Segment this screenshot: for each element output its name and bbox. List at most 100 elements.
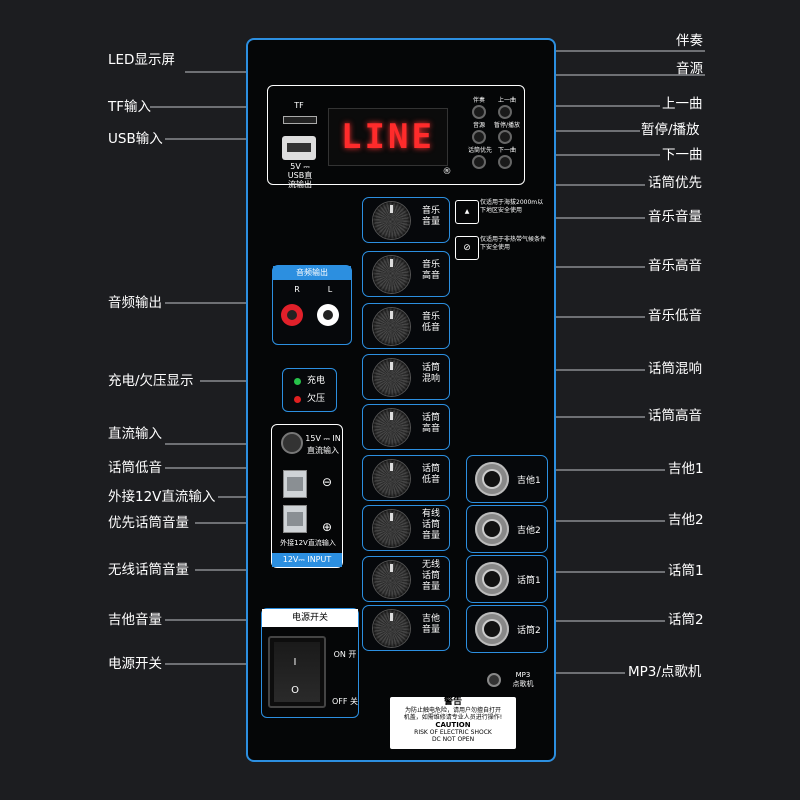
label-accompaniment: 伴奏 [676, 33, 703, 49]
mic-bass-knob[interactable] [373, 460, 410, 497]
label-mp3-karaoke: MP3/点歌机 [628, 664, 702, 680]
power-on-mark: I [293, 657, 297, 668]
power-switch[interactable] [268, 636, 326, 708]
led-display: LINE [328, 108, 448, 166]
next-track-button[interactable] [498, 155, 512, 169]
rca-left-jack[interactable] [317, 304, 339, 326]
knob-music-bass[interactable]: 音乐低音 [362, 303, 450, 349]
ext-12v-label: 外接12V直流输入 [280, 539, 336, 547]
prev-track-button[interactable] [498, 105, 512, 119]
label-music-treble: 音乐高音 [648, 258, 702, 274]
label-mic-treble: 话筒高音 [648, 408, 702, 424]
guitar2-jack[interactable] [475, 512, 509, 546]
rca-r-label: R [294, 285, 300, 294]
knob-music-volume[interactable]: 音乐音量 [362, 197, 450, 243]
usb-label: 5V ⎓USB直流输出 [287, 162, 313, 189]
knob-wireless-mic-volume[interactable]: 无线话筒音量 [362, 556, 450, 602]
knob-music-treble[interactable]: 音乐高音 [362, 251, 450, 297]
low-voltage-label: 欠压 [306, 394, 325, 404]
label-led-display: LED显示屏 [108, 52, 175, 68]
label-music-volume: 音乐音量 [648, 209, 702, 225]
rca-right-jack[interactable] [281, 304, 303, 326]
label-mic-bass: 话筒低音 [108, 460, 162, 476]
label-charge-display: 充电/欠压显示 [108, 373, 194, 389]
terminal-positive[interactable] [283, 505, 307, 533]
guitar1-jack[interactable] [475, 462, 509, 496]
knob-mic-bass[interactable]: 话筒低音 [362, 455, 450, 501]
mic-treble-knob[interactable] [373, 409, 410, 446]
label-audio-output: 音频输出 [108, 295, 162, 311]
label-wireless-mic-vol: 无线话筒音量 [108, 562, 189, 578]
power-title: 电源开关 [262, 609, 358, 627]
mic1-jack[interactable] [475, 562, 509, 596]
dc-input-jack[interactable] [281, 432, 303, 454]
knob-label: 音乐高音 [421, 260, 440, 281]
indicator-module [282, 368, 337, 412]
label-power-switch: 电源开关 [108, 656, 162, 672]
registered-icon: ® [442, 167, 452, 177]
ext-12v-input-title: 12V⎓ INPUT [272, 553, 342, 567]
music-bass-knob[interactable] [373, 308, 410, 345]
music-volume-knob[interactable] [373, 202, 410, 239]
player-module [267, 85, 525, 185]
label-source: 音源 [676, 61, 703, 77]
plus-icon: ⊕ [321, 520, 333, 534]
btn-label-prev: 上一曲 [497, 97, 516, 104]
btn-label-next: 下一曲 [497, 147, 516, 154]
label-mic-priority: 话筒优先 [648, 175, 702, 191]
on-label: ON 开 [333, 650, 357, 659]
play-pause-button[interactable] [498, 130, 512, 144]
wired-mic-volume-knob[interactable] [373, 510, 410, 547]
dc-title: 15V ⎓ IN [305, 434, 341, 443]
knob-label: 话筒混响 [421, 363, 440, 384]
label-mic-reverb: 话筒混响 [648, 361, 702, 377]
warning-line2: 机盖，如需维修请专业人员进行操作! [403, 714, 503, 721]
mic-priority-button[interactable] [472, 155, 486, 169]
altitude-icon: ▲ [455, 200, 479, 224]
label-mic2: 话筒2 [668, 612, 704, 628]
accompaniment-button[interactable] [472, 105, 486, 119]
knob-label: 有线话筒音量 [421, 509, 440, 541]
wireless-mic-volume-knob[interactable] [373, 561, 410, 598]
charge-led [294, 378, 301, 385]
audio-output-title: 音频输出 [273, 266, 351, 280]
mic-reverb-knob[interactable] [373, 359, 410, 396]
minus-icon: ⊖ [321, 475, 333, 489]
warning-title: 警告 [443, 697, 462, 707]
jack-guitar1[interactable]: 吉他1 [466, 455, 548, 503]
source-button[interactable] [472, 130, 486, 144]
dc-subtitle: 直流输入 [307, 446, 339, 455]
label-guitar2: 吉他2 [668, 512, 704, 528]
power-off-mark: O [291, 685, 299, 696]
label-guitar-vol: 吉他音量 [108, 612, 162, 628]
low-voltage-led [294, 396, 301, 403]
terminal-negative[interactable] [283, 470, 307, 498]
jack-mic1[interactable]: 话筒1 [466, 555, 548, 603]
guitar-volume-knob[interactable] [373, 610, 410, 647]
jack-guitar2[interactable]: 吉他2 [466, 505, 548, 553]
music-treble-knob[interactable] [373, 256, 410, 293]
knob-label: 音乐低音 [421, 312, 440, 333]
label-play-pause: 暂停/播放 [641, 122, 700, 138]
tf-label: TF [294, 101, 304, 110]
knob-label: 无线话筒音量 [421, 560, 440, 592]
btn-label-play: 暂停/播放 [493, 122, 521, 129]
label-guitar1: 吉他1 [668, 461, 704, 477]
label-dc-input: 直流输入 [108, 426, 162, 442]
label-music-bass: 音乐低音 [648, 308, 702, 324]
mic2-jack[interactable] [475, 612, 509, 646]
knob-label: 话筒高音 [421, 413, 440, 434]
power-module [261, 608, 359, 718]
knob-wired-mic-volume[interactable]: 有线话筒音量 [362, 505, 450, 551]
mp3-jack[interactable] [487, 673, 501, 687]
dc-module [271, 424, 343, 568]
knob-mic-reverb[interactable]: 话筒混响 [362, 354, 450, 400]
usb-port[interactable] [282, 136, 316, 160]
knob-mic-treble[interactable]: 话筒高音 [362, 404, 450, 450]
label-next-track: 下一曲 [662, 147, 703, 163]
tf-card-slot[interactable] [283, 116, 317, 124]
jack-mic2[interactable]: 话筒2 [466, 605, 548, 653]
off-label: OFF 关 [331, 697, 359, 706]
knob-guitar-volume[interactable]: 吉他音量 [362, 605, 450, 651]
